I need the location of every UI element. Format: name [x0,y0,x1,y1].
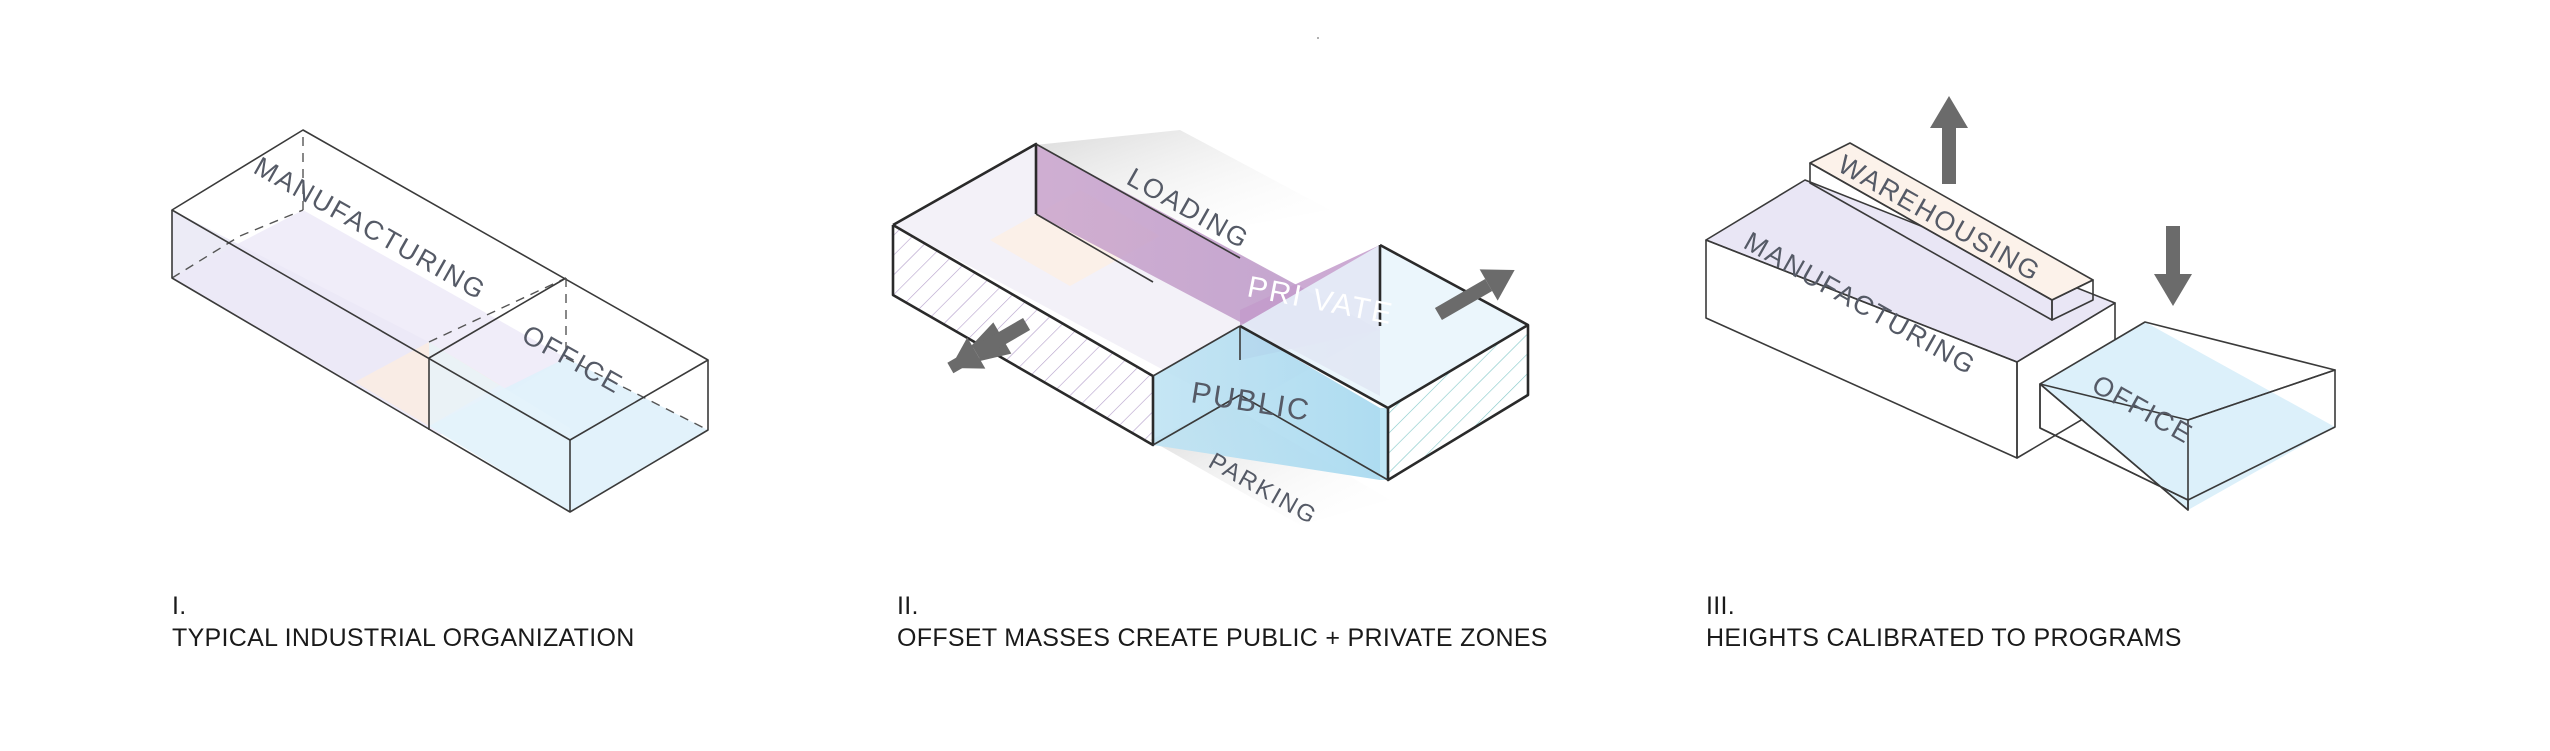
caption-2: II. OFFSET MASSES CREATE PUBLIC + PRIVAT… [897,590,1548,654]
caption-1-text: TYPICAL INDUSTRIAL ORGANIZATION [172,624,635,652]
loading-shadow [1035,130,1330,235]
caption-3-text: HEIGHTS CALIBRATED TO PROGRAMS [1706,624,2182,652]
diagram-3: WAREHOUSING MANUFACTURING OFFICE [1705,96,2336,511]
arrow-icon [2154,226,2192,306]
office-front [429,342,570,512]
caption-3-numeral: III. [1706,592,1735,620]
warehousing-top [1810,143,2093,300]
right-end [1380,408,1388,480]
diagram-2: LOADING PRI VATE PUBLIC PARKING [891,130,1530,530]
diagram-1: MANUFACTURING OFFICE [171,129,709,513]
caption-1: I. TYPICAL INDUSTRIAL ORGANIZATION [172,590,635,654]
arrow-icon [947,317,1031,374]
arrow-icon [1434,269,1515,321]
caption-1-numeral: I. [172,592,187,620]
left-mass-front [893,225,1153,445]
speck [1317,37,1319,39]
public-zone [1153,326,1380,480]
caption-2-numeral: II. [897,592,919,620]
arrow-icon [1930,96,1968,184]
caption-3: III. HEIGHTS CALIBRATED TO PROGRAMS [1706,590,2182,654]
manufacturing-top [1706,180,2115,362]
right-mass-front [1388,325,1528,480]
caption-2-text: OFFSET MASSES CREATE PUBLIC + PRIVATE ZO… [897,624,1548,652]
